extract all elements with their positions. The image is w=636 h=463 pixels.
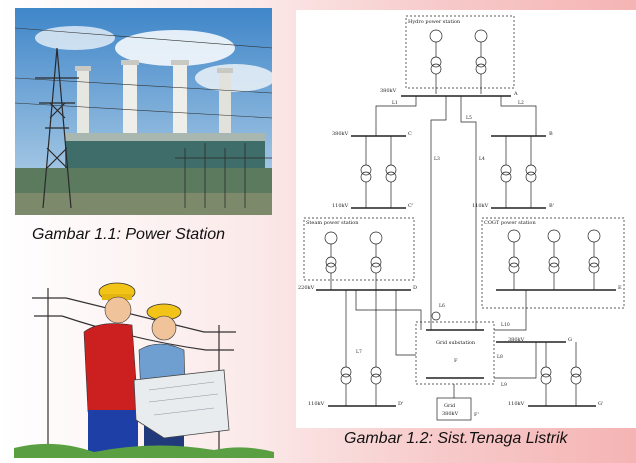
voltage-110-b: 110kV	[472, 203, 489, 209]
node-g-prime-label: G'	[598, 401, 603, 407]
line-l2-label: L2	[518, 100, 524, 106]
node-e-label: E	[618, 285, 622, 291]
hydro-station-label: Hydro power station	[408, 19, 461, 25]
node-b-prime-label: B'	[549, 203, 554, 209]
line-l8-label: L8	[497, 354, 503, 360]
power-station-photo	[15, 8, 272, 215]
grid-substation-box	[415, 321, 495, 385]
power-system-diagram: Hydro power station Steam power station …	[296, 10, 636, 428]
grid-node-label: F'	[474, 412, 479, 418]
caption-power-station: Gambar 1.1: Power Station	[32, 226, 225, 243]
node-f-label: F	[454, 358, 458, 364]
voltage-110-c: 110kV	[332, 203, 349, 209]
voltage-380-c: 380kV	[332, 131, 349, 137]
engineers-illustration	[14, 282, 274, 458]
node-c-label: C	[408, 131, 412, 137]
caption-system: Gambar 1.2: Sist.Tenaga Listrik	[344, 430, 568, 447]
voltage-380-g: 380kV	[508, 337, 525, 343]
hydro-station-box	[405, 15, 515, 89]
line-l7-label: L7	[356, 349, 362, 355]
node-d-prime-label: D'	[398, 401, 403, 407]
line-l4-label: L4	[479, 156, 485, 162]
line-l9-label: L9	[501, 382, 507, 388]
voltage-110-d: 110kV	[308, 401, 325, 407]
line-l5-label: L5	[466, 115, 472, 121]
line-l10-label: L10	[501, 322, 510, 328]
voltage-220-d: 220kV	[298, 285, 315, 291]
line-l1-label: L1	[392, 100, 398, 106]
node-c-prime-label: C'	[408, 203, 413, 209]
voltage-380-a: 380kV	[380, 88, 397, 94]
grid-substation-label: Grid substation	[436, 340, 476, 346]
single-line-diagram: Hydro power station Steam power station …	[298, 15, 625, 421]
steam-station-box	[303, 217, 415, 281]
node-d-label: D	[413, 285, 417, 291]
cogt-station-label: COGT power station	[484, 220, 536, 226]
steam-station-label: Steam power station	[306, 220, 359, 226]
grid-voltage-label: 380kV	[442, 411, 459, 417]
line-l6-label: L6	[439, 303, 445, 309]
node-g-label: G	[568, 337, 572, 343]
node-b-label: B	[549, 131, 553, 137]
grid-label: Grid	[444, 403, 456, 409]
voltage-110-g: 110kV	[508, 401, 525, 407]
power-station-illustration	[15, 8, 272, 215]
node-a-label: A	[513, 91, 518, 97]
line-l3-label: L3	[434, 156, 440, 162]
workers-illustration	[14, 270, 274, 458]
